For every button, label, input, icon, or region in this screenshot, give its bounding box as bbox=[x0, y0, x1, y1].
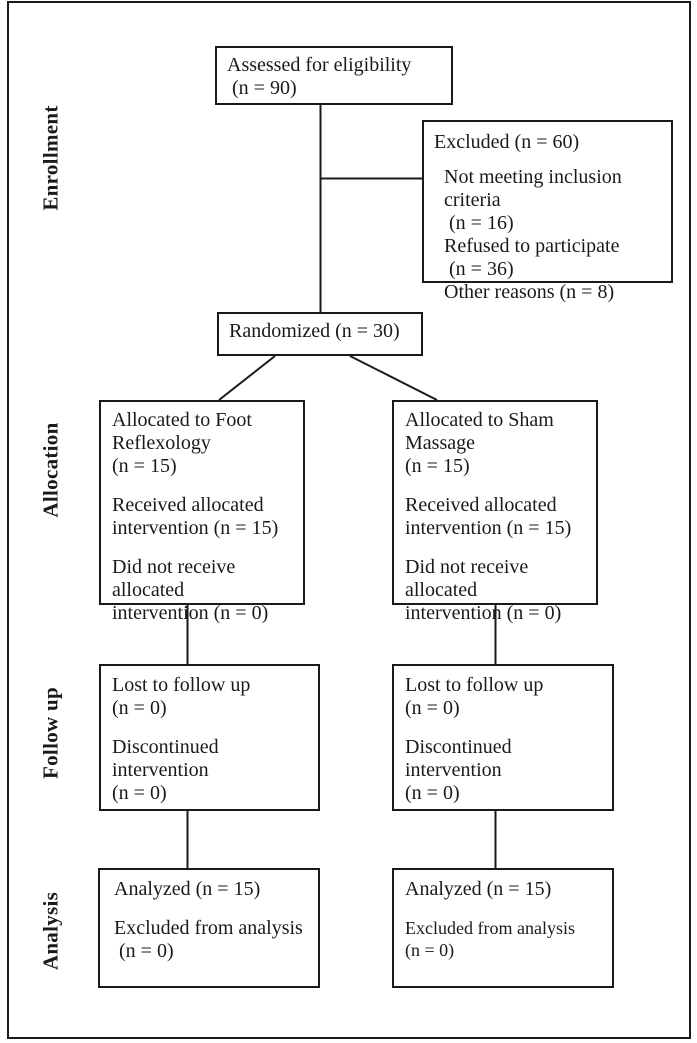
alloc-left-p1: Allocated to Foot Reflexology (n = 15) bbox=[112, 409, 252, 477]
stage-label-analysis: Analysis bbox=[38, 891, 63, 971]
stage-label-allocation: Allocation bbox=[38, 422, 63, 518]
followup-left-p1: Lost to follow up (n = 0) bbox=[112, 674, 251, 719]
followup-right-p1: Lost to follow up (n = 0) bbox=[405, 674, 544, 719]
excluded-reasons: Not meeting inclusion criteria (n = 16) … bbox=[444, 166, 622, 303]
alloc-left-p3: Did not receive allocated intervention (… bbox=[112, 556, 269, 624]
analysis-left-p2: Excluded from analysis (n = 0) bbox=[114, 917, 303, 962]
alloc-right-p1: Allocated to Sham Massage (n = 15) bbox=[405, 409, 554, 477]
box-assessed-for-eligibility: Assessed for eligibility (n = 90) bbox=[215, 46, 453, 105]
alloc-left-p2: Received allocated intervention (n = 15) bbox=[112, 494, 279, 539]
analysis-right-p2: Excluded from analysis (n = 0) bbox=[405, 918, 575, 960]
excluded-title: Excluded (n = 60) bbox=[434, 131, 580, 153]
box-allocated-foot-reflexology: Allocated to Foot Reflexology (n = 15) R… bbox=[99, 400, 305, 624]
box-analyzed-right: Analyzed (n = 15) Excluded from analysis… bbox=[392, 868, 614, 988]
alloc-right-p3: Did not receive allocated intervention (… bbox=[405, 556, 562, 624]
box-followup-right: Lost to follow up (n = 0) Discontinued i… bbox=[392, 664, 614, 811]
box-followup-left: Lost to follow up (n = 0) Discontinued i… bbox=[99, 664, 320, 811]
stage-label-enrollment: Enrollment bbox=[38, 105, 63, 211]
box-analyzed-left: Analyzed (n = 15) Excluded from analysis… bbox=[98, 868, 320, 988]
followup-right-p2: Discontinued intervention (n = 0) bbox=[405, 736, 512, 804]
box-randomized: Randomized (n = 30) bbox=[217, 312, 423, 356]
analysis-left-p1: Analyzed (n = 15) bbox=[114, 878, 261, 900]
box-excluded: Excluded (n = 60) Not meeting inclusion … bbox=[422, 120, 673, 303]
randomized-text: Randomized (n = 30) bbox=[229, 320, 400, 342]
stage-label-followup: Follow up bbox=[38, 687, 63, 779]
alloc-right-p2: Received allocated intervention (n = 15) bbox=[405, 494, 572, 539]
analysis-right-p1: Analyzed (n = 15) bbox=[405, 878, 552, 900]
assessed-text: Assessed for eligibility (n = 90) bbox=[227, 54, 412, 99]
followup-left-p2: Discontinued intervention (n = 0) bbox=[112, 736, 219, 804]
box-allocated-sham-massage: Allocated to Sham Massage (n = 15) Recei… bbox=[392, 400, 598, 624]
